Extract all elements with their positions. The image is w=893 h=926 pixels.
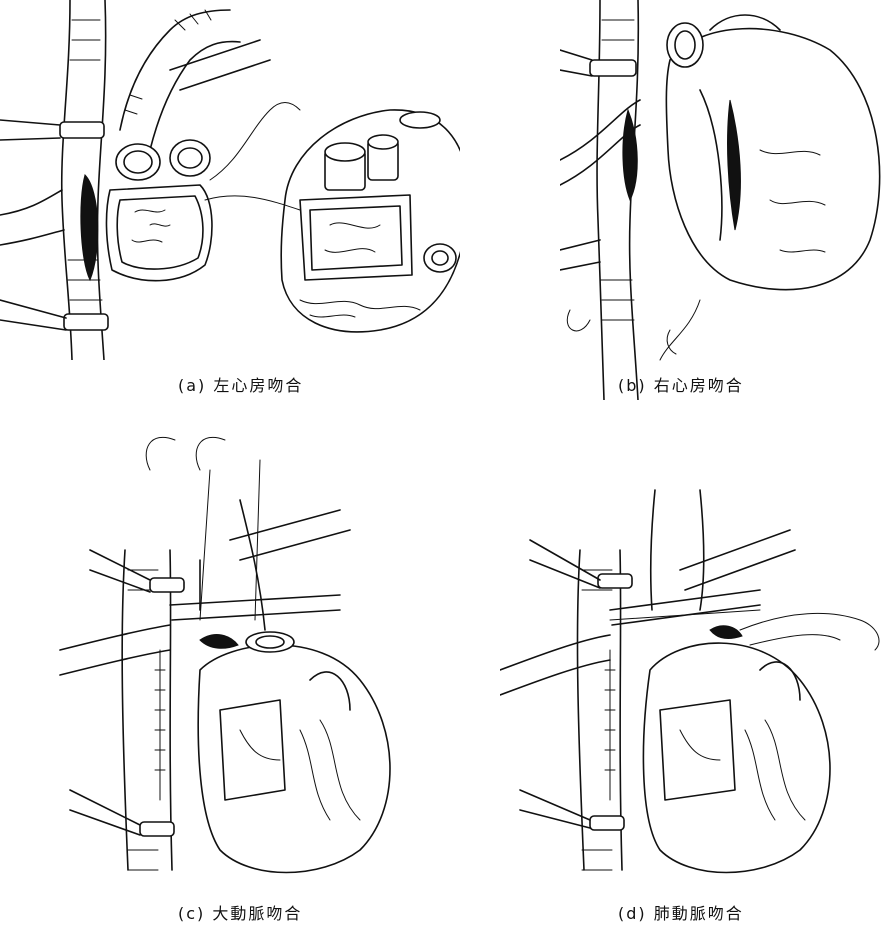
panel-a-label: (a) [178,376,206,395]
panel-c: (c) 大動脈吻合 [0,430,460,926]
panel-d-label: (d) [618,904,647,923]
panel-c-title: 大動脈吻合 [212,904,302,923]
panel-d-title: 肺動脈吻合 [654,904,744,923]
panel-a: (a) 左心房吻合 [0,0,460,360]
panel-a-title: 左心房吻合 [213,376,303,395]
panel-b-label: (b) [618,376,647,395]
pulmonary-artery-anastomosis-illustration [500,470,893,890]
aorta-anastomosis-illustration [0,430,460,890]
panel-a-caption: (a) 左心房吻合 [178,372,303,396]
panel-c-caption: (c) 大動脈吻合 [178,900,302,924]
panel-c-label: (c) [178,904,205,923]
panel-d-caption: (d) 肺動脈吻合 [618,900,744,924]
panel-b-caption: (b) 右心房吻合 [618,372,744,396]
panel-d: (d) 肺動脈吻合 [500,470,893,926]
panel-b-title: 右心房吻合 [654,376,744,395]
panel-b: (b) 右心房吻合 [560,0,893,400]
left-atrium-anastomosis-illustration [0,0,460,360]
right-atrium-anastomosis-illustration [560,0,893,400]
